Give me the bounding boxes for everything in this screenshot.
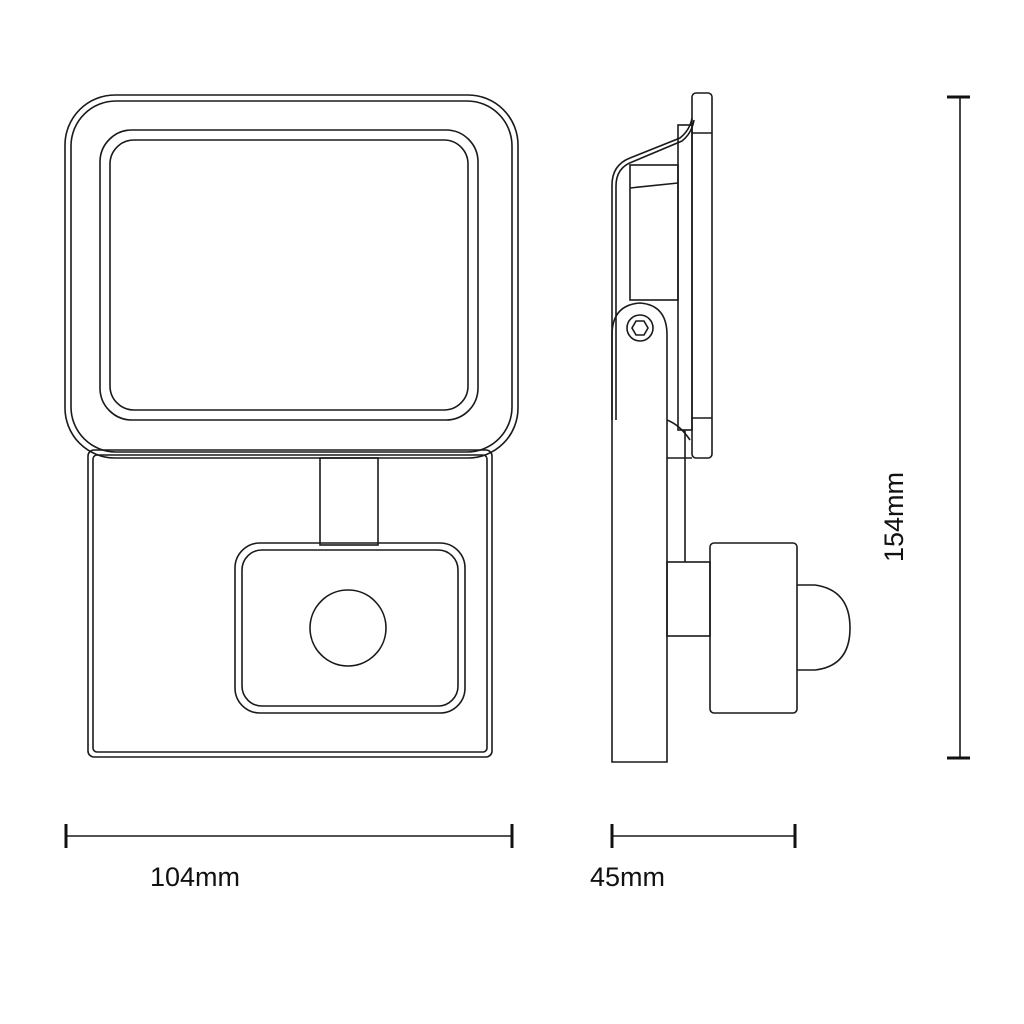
mounting-bracket-arm bbox=[611, 302, 668, 763]
lens bbox=[109, 139, 469, 411]
depth-label: 45mm bbox=[590, 862, 665, 892]
lamp-head-outer bbox=[64, 94, 519, 459]
dimension-depth: 45mm bbox=[590, 824, 797, 892]
front-view bbox=[64, 94, 519, 758]
dimension-height: 154mm bbox=[879, 95, 970, 760]
sensor-stem bbox=[666, 561, 711, 637]
hex-socket-icon bbox=[631, 320, 649, 336]
front-plate bbox=[691, 92, 713, 459]
lower-bracket-plate bbox=[87, 449, 493, 758]
pir-sensor-lens bbox=[309, 589, 387, 667]
sensor-box bbox=[709, 542, 798, 714]
sensor-housing bbox=[234, 542, 466, 714]
housing-back bbox=[611, 117, 693, 420]
stem bbox=[319, 457, 379, 546]
sensor-dome bbox=[797, 584, 851, 671]
dimension-width: 104mm bbox=[64, 824, 514, 892]
lens-frame bbox=[99, 129, 479, 421]
height-label: 154mm bbox=[879, 472, 909, 562]
width-label: 104mm bbox=[150, 862, 240, 892]
pivot-bolt bbox=[626, 314, 654, 342]
side-view bbox=[611, 92, 851, 763]
